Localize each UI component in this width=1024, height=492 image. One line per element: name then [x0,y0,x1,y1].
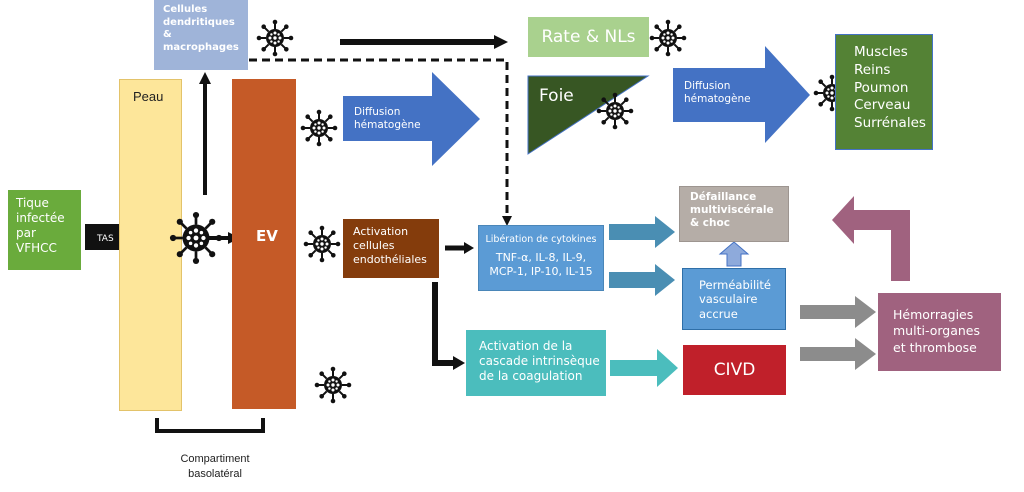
ev-label: EV [256,227,278,245]
compartment-label: Compartiment basolatéral [180,453,250,480]
dendritic-cells-box: Cellules dendritiques & macrophages [154,0,248,70]
diffusion-arrow-2 [673,46,810,143]
ev-box [232,79,296,409]
hemorrhage-box: Hémorragies multi-organes et thrombose [878,293,1001,371]
arrow-coag-civd [610,349,678,387]
civd-box: CIVD [683,345,786,395]
compartment-bracket [155,418,265,433]
skin-box: Peau [119,79,182,411]
organ-failure-box: Défaillance multiviscérale & choc [679,186,789,242]
diffusion-label-1: Diffusion hématogène [354,106,421,132]
spleen-lymph-nodes-box: Rate & NLs [528,17,649,57]
vascular-permeability-box: Perméabilité vasculaire accrue [682,268,786,330]
arrow-hemo-failure [832,196,910,281]
cytokine-title: Libération de cytokines [485,234,597,245]
virus-icon [302,224,342,264]
arrow-cyto-permeability [609,264,675,296]
virus-icon [299,108,339,148]
liver-shape [527,75,650,155]
liver-label: Foie [539,86,574,106]
tas-label: TAS [97,234,114,244]
arrow-perm-hemo [800,296,876,328]
infected-tick-box: Tique infectée par VFHCC [8,190,81,270]
endothelial-activation-box: Activation cellules endothéliales [343,219,439,278]
arrow-perm-failure [718,241,750,267]
target-organs-box: Muscles Reins Poumon Cerveau Surrénales [835,34,933,150]
coagulation-activation-box: Activation de la cascade intrinsèque de … [466,330,606,396]
virus-icon [255,18,295,58]
diffusion-arrow-1 [343,72,480,166]
virus-icon [595,91,635,131]
virus-icon [648,18,688,58]
diffusion-label-2: Diffusion hématogène [684,80,751,106]
cytokine-list: TNF-α, IL-8, IL-9, MCP-1, IP-10, IL-15 [489,250,593,278]
arrow-cyto-failure [609,216,675,248]
cytokine-release-box: Libération de cytokines TNF-α, IL-8, IL-… [478,225,604,291]
arrow-civd-hemo [800,338,876,370]
virus-icon [313,365,353,405]
